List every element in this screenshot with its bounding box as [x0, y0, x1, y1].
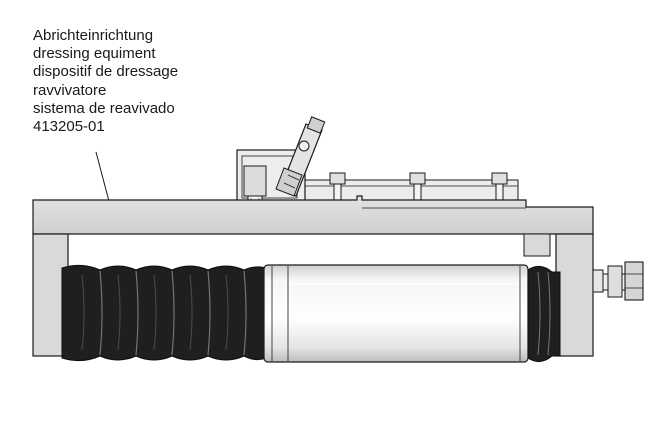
- callout-line-it: ravvivatore: [33, 81, 107, 99]
- callout-part-number: 413205-01: [33, 118, 105, 136]
- callout-line-de: Abrichteinrichtung: [33, 27, 154, 44]
- callout-line-es: sistema de reavivado: [33, 99, 175, 117]
- diamond-arm: [275, 116, 326, 197]
- right-support: [523, 233, 594, 357]
- callout-line-en: dressing equiment: [33, 45, 156, 63]
- callout-line-fr: dispositif de dressage: [33, 63, 179, 81]
- base-plate: [32, 195, 594, 235]
- callout-label: Abrichteinrichtung dressing equiment dis…: [33, 27, 178, 136]
- right-bellows: [527, 266, 561, 362]
- dressing-roller: [263, 264, 529, 363]
- spindle-nut: [592, 261, 644, 301]
- left-bellows: [61, 264, 267, 362]
